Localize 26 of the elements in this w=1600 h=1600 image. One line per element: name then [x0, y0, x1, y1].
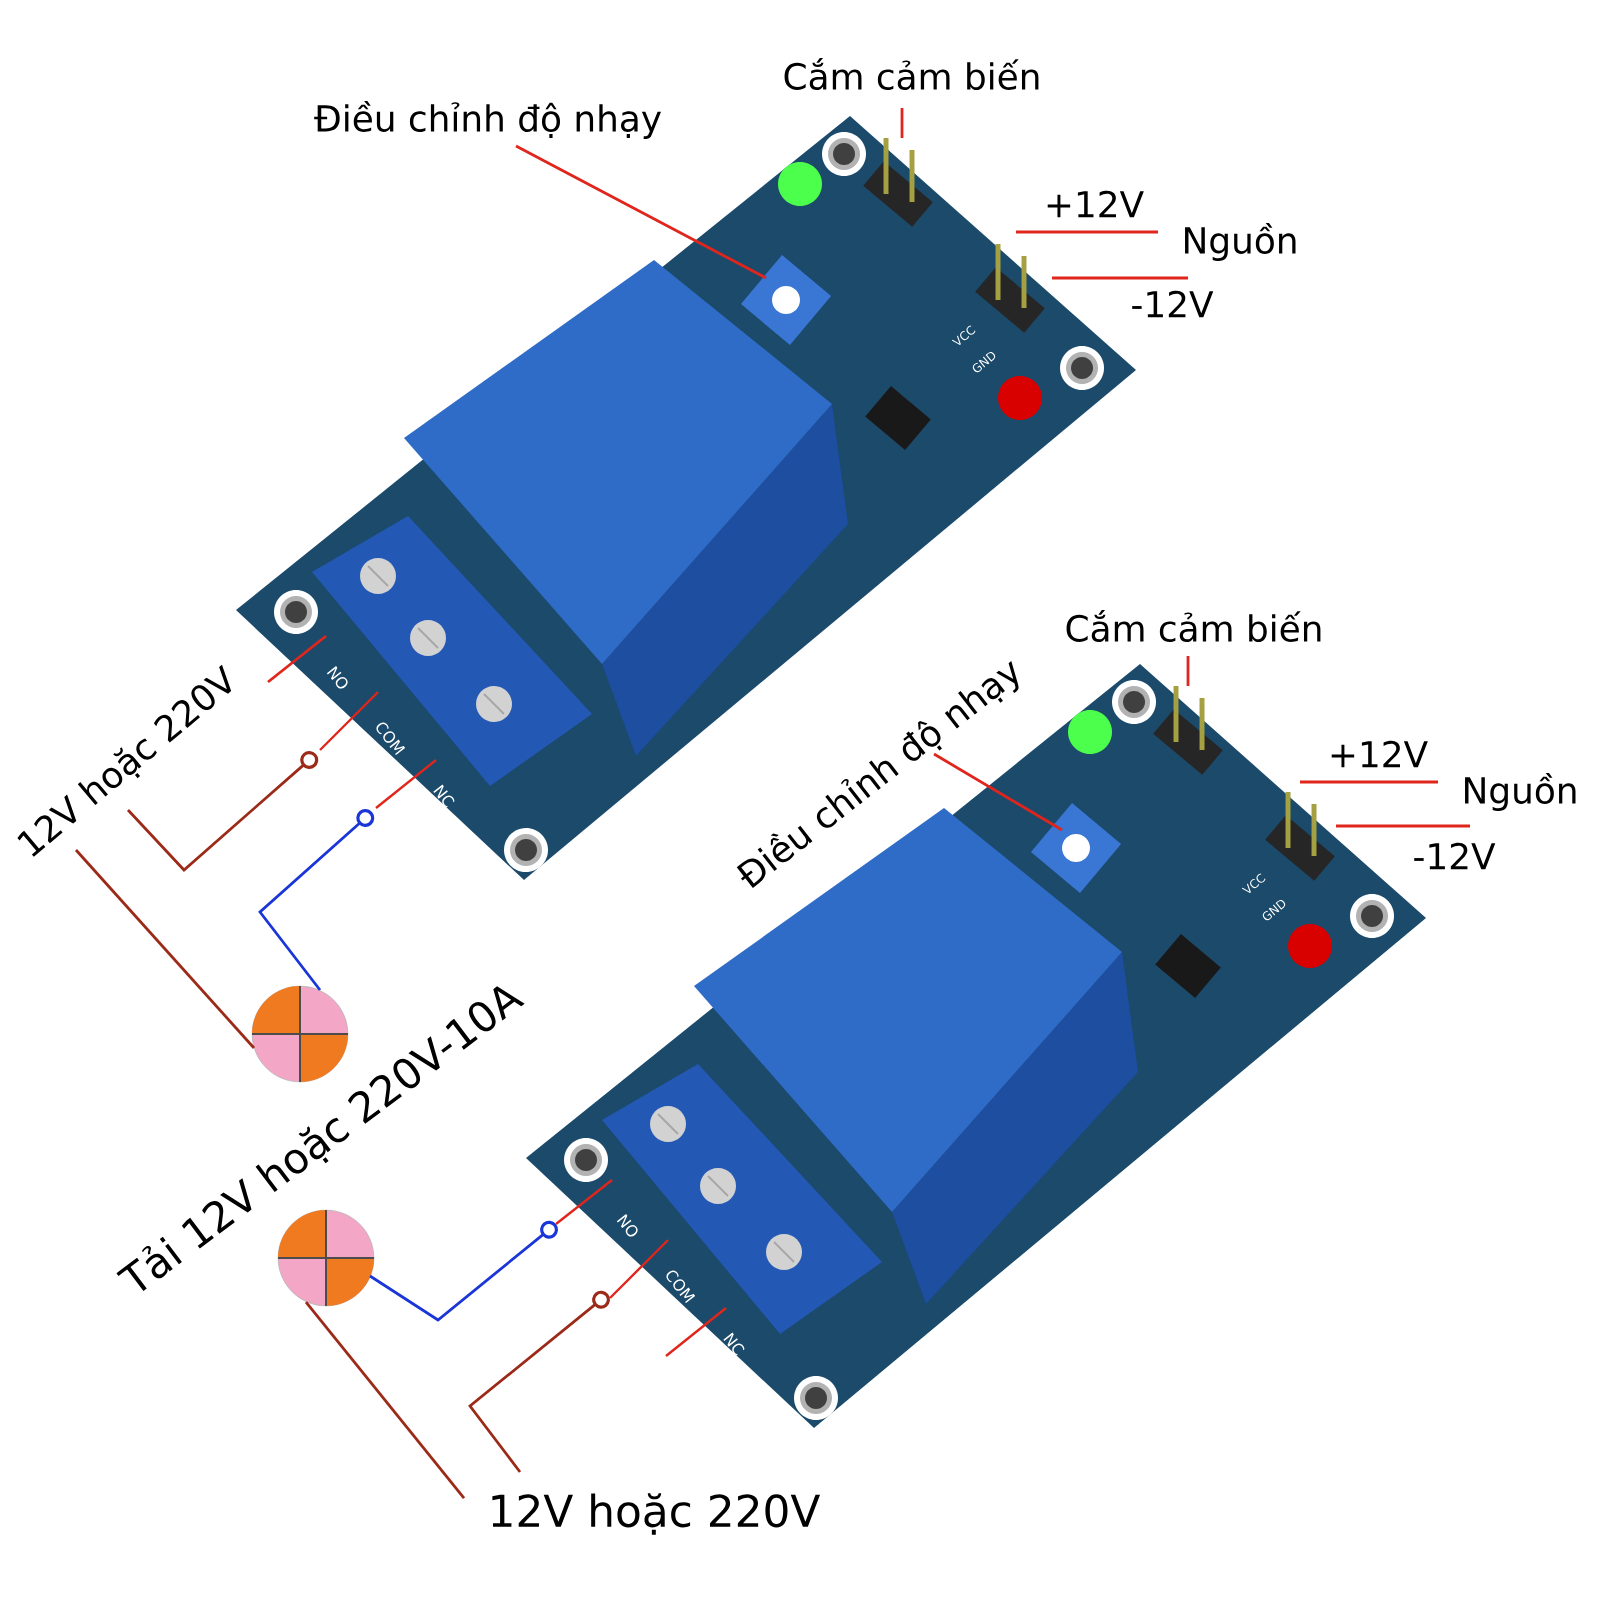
callout-label: +12V	[1331, 740, 1428, 768]
text-label: Nguồn	[1465, 773, 1576, 811]
wire	[74, 849, 256, 1049]
lamp-symbol	[251, 985, 349, 1083]
callout-label: 12V hoặc 220V	[492, 1493, 820, 1535]
leader-line	[933, 752, 1063, 832]
leader-line	[1052, 276, 1188, 280]
leader-line	[1016, 230, 1158, 234]
callout-label: Cắm cảm biến	[1066, 610, 1321, 642]
lamp-symbol	[277, 1209, 375, 1307]
text-label: Nguồn	[1185, 223, 1296, 261]
wire	[468, 1290, 611, 1473]
callout-label: Điều chỉnh độ nhạy	[314, 101, 661, 139]
callout-label: Cắm cảm biến	[784, 58, 1039, 90]
leader-line	[1186, 656, 1190, 686]
leader-line	[1336, 824, 1470, 828]
callout-label: -12V	[1414, 842, 1496, 870]
leader-line	[1300, 780, 1438, 784]
wire	[304, 1301, 466, 1499]
wire	[127, 750, 319, 872]
leader-line	[515, 144, 767, 280]
wire	[369, 1220, 559, 1322]
callout-label: +12V	[1047, 190, 1144, 218]
wire	[258, 809, 375, 991]
leader-line	[900, 108, 904, 138]
callout-label: -12V	[1132, 290, 1214, 318]
